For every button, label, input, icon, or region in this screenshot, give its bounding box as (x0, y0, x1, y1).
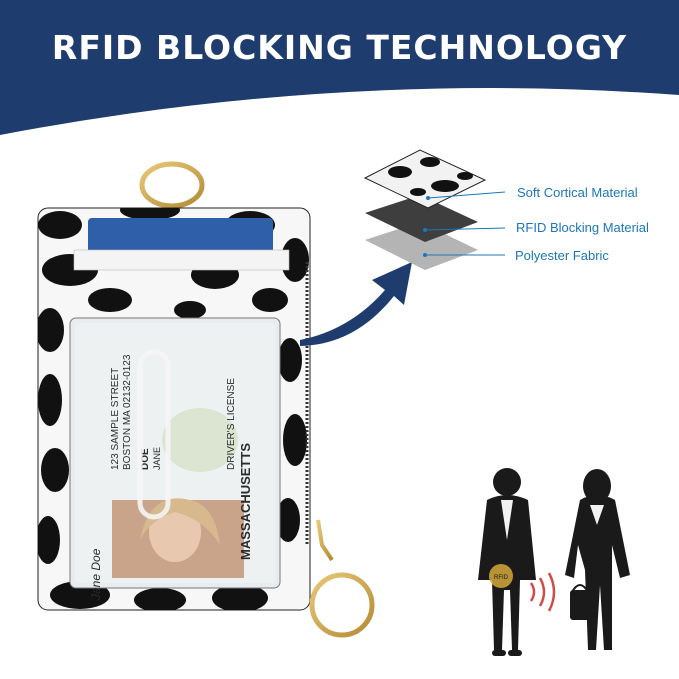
banner-title: RFID BLOCKING TECHNOLOGY (51, 28, 628, 67)
id-state: MASSACHUSETTS (238, 443, 253, 560)
id-city: BOSTON MA 02132-0123 (122, 354, 133, 470)
signal-waves-icon (529, 572, 556, 612)
layer-label-rfid-blocking: RFID Blocking Material (516, 220, 649, 235)
id-street: 123 SAMPLE STREET (110, 368, 121, 470)
rfid-signal-icon: RFID (489, 564, 513, 588)
id-first-name: JANE (152, 447, 162, 470)
id-signature: Jane Doe (89, 548, 103, 601)
id-type: DRIVER'S LICENSE (226, 378, 237, 470)
material-layers (363, 149, 506, 270)
header-banner (0, 0, 679, 135)
bottom-keyring-icon (309, 519, 375, 638)
layer-label-soft-cortical: Soft Cortical Material (517, 185, 638, 200)
layer-label-polyester: Polyester Fabric (515, 248, 609, 263)
rfid-badge: RFID (494, 575, 509, 581)
businessman-silhouette (478, 468, 536, 656)
arrow-icon (300, 262, 412, 346)
id-card: 123 SAMPLE STREET BOSTON MA 02132-0123 D… (75, 323, 275, 601)
top-keyring-icon (139, 161, 205, 209)
id-last-name: DOE (140, 448, 151, 470)
businesswoman-silhouette (565, 469, 630, 650)
